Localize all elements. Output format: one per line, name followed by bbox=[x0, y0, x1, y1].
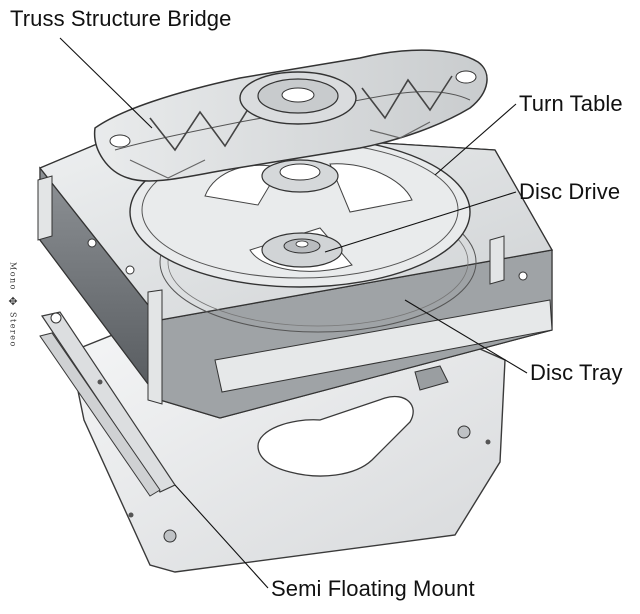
label-turn-table: Turn Table bbox=[519, 91, 623, 116]
label-semi-floating-mount: Semi Floating Mount bbox=[271, 576, 475, 601]
leader-lines bbox=[59, 37, 528, 589]
leader-discdrive bbox=[324, 191, 517, 253]
leader-turntable bbox=[434, 103, 517, 176]
brand-word-mono: Mono bbox=[8, 262, 18, 291]
brand-logo: Mono ✥ Stereo bbox=[3, 262, 23, 348]
label-truss-structure-bridge: Truss Structure Bridge bbox=[10, 6, 232, 31]
leader-mount bbox=[174, 484, 269, 589]
leader-disctray bbox=[404, 299, 528, 374]
label-disc-drive: Disc Drive bbox=[519, 179, 621, 204]
brand-word-stereo: Stereo bbox=[8, 311, 18, 348]
leader-truss bbox=[59, 37, 153, 129]
diamond-cross-icon: ✥ bbox=[8, 294, 18, 308]
truss-structure-bridge bbox=[93, 49, 488, 182]
disc-drive bbox=[261, 232, 343, 268]
label-disc-tray: Disc Tray bbox=[530, 360, 623, 385]
